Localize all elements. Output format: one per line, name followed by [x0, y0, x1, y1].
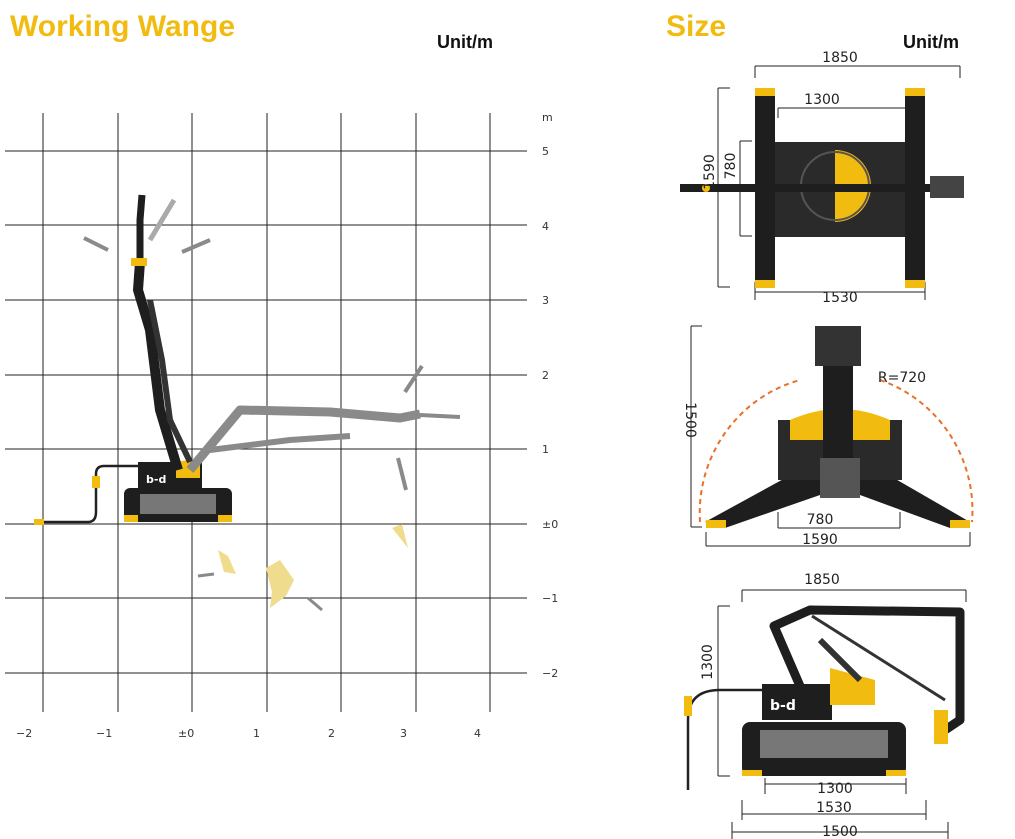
- top-width-bottom: 1530: [822, 290, 858, 306]
- x-tick-label: 1: [253, 727, 260, 740]
- side-track-inner: 1300: [817, 781, 853, 797]
- y-tick-label: 1: [542, 443, 549, 456]
- size-title: Size: [666, 10, 727, 43]
- front-radius: R=720: [878, 370, 926, 386]
- front-height: 1500: [682, 402, 698, 438]
- tool-ghost: [83, 236, 109, 252]
- y-tick-label: 3: [542, 294, 549, 307]
- boom-horizontal-ghost: [186, 405, 421, 473]
- y-axis-unit-label: m: [542, 111, 553, 124]
- top-height-inner: 780: [723, 153, 739, 180]
- working-range-unit: Unit/m: [437, 32, 493, 52]
- y-tick-label: −2: [542, 667, 558, 680]
- x-tick-label: 3: [400, 727, 407, 740]
- top-width-inner: 1300: [804, 92, 840, 108]
- x-tick-label: −2: [16, 727, 32, 740]
- side-top: 1850: [804, 572, 840, 588]
- side-view-illustration: b-d: [684, 589, 967, 839]
- side-track-outer: 1530: [816, 800, 852, 816]
- working-range-title: Working Wange: [10, 10, 235, 43]
- y-tick-label: 5: [542, 145, 549, 158]
- side-height: 1300: [700, 644, 716, 680]
- boom-vertical: [133, 261, 183, 472]
- bucket-ghost: [266, 560, 294, 608]
- x-tick-label: 4: [474, 727, 481, 740]
- swing-radius-arc: [698, 379, 801, 523]
- top-height-outer: 1590: [702, 154, 718, 190]
- x-tick-label: −1: [96, 727, 112, 740]
- hose-coupler: [92, 476, 100, 488]
- x-tick-label: 2: [328, 727, 335, 740]
- side-bottom: 1500: [822, 824, 858, 839]
- size-unit: Unit/m: [903, 32, 959, 52]
- hose-coupler: [34, 519, 44, 525]
- front-view-illustration: [690, 325, 974, 547]
- svg-text:b-d: b-d: [770, 698, 796, 714]
- x-tick-label: ±0: [178, 727, 194, 740]
- demolition-robot-side-illustration: b-d: [34, 194, 461, 612]
- y-tick-label: −1: [542, 592, 558, 605]
- svg-text:b-d: b-d: [146, 473, 166, 486]
- y-tick-label: 4: [542, 220, 549, 233]
- top-view-illustration: [680, 65, 964, 300]
- y-tick-label: ±0: [542, 518, 558, 531]
- front-inner: 780: [807, 512, 834, 528]
- front-outer: 1590: [802, 532, 838, 548]
- y-tick-label: 2: [542, 369, 549, 382]
- hydraulic-hose: [38, 464, 148, 524]
- top-width-outer: 1850: [822, 50, 858, 66]
